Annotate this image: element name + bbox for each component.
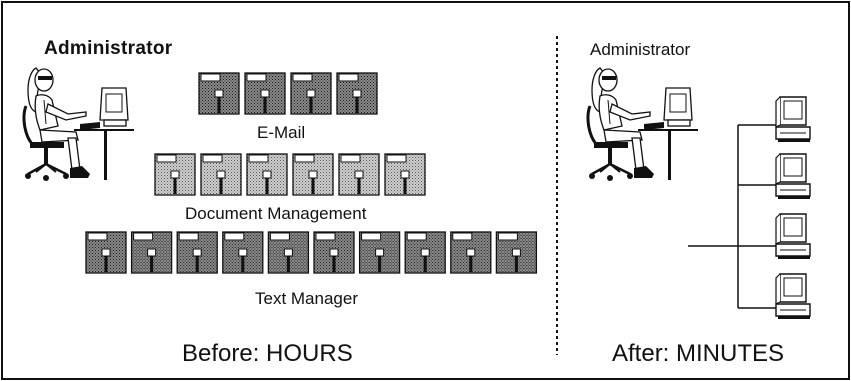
email-disk-row <box>198 72 378 115</box>
before-time-label: Before: HOURS <box>182 340 353 367</box>
disk-icon <box>176 231 218 274</box>
computer-icon <box>775 153 811 200</box>
disk-icon <box>450 231 492 274</box>
disk-icon <box>313 231 355 274</box>
disk-icon <box>338 153 380 196</box>
administrator-left-figure <box>22 66 136 183</box>
email-label: E-Mail <box>257 123 306 142</box>
disk-icon <box>267 231 310 274</box>
disk-icon <box>222 231 264 274</box>
computer-icon <box>775 213 811 260</box>
administrator-right-figure <box>586 66 700 183</box>
disk-icon <box>85 231 127 274</box>
after-time-label: After: MINUTES <box>612 340 785 367</box>
disk-icon <box>244 72 286 115</box>
administrator-label-right: Administrator <box>590 40 691 59</box>
administrator-label-left: Administrator <box>44 38 173 59</box>
disk-icon <box>290 72 332 115</box>
disk-icon <box>292 153 334 196</box>
document-management-disk-row <box>154 153 426 196</box>
disk-icon <box>154 153 196 196</box>
document-management-label: Document Management <box>185 204 367 223</box>
disk-icon <box>336 72 378 115</box>
text-manager-label: Text Manager <box>255 289 358 308</box>
text-manager-disk-row <box>85 231 538 274</box>
disk-icon <box>404 231 446 274</box>
computer-icon <box>775 96 811 143</box>
disk-icon <box>495 231 538 274</box>
disk-icon <box>200 153 242 196</box>
disk-icon <box>130 231 173 274</box>
disk-icon <box>384 153 426 196</box>
network-tree <box>688 124 776 309</box>
disk-icon <box>358 231 401 274</box>
disk-icon <box>246 153 288 196</box>
disk-icon <box>198 72 240 115</box>
computer-icon <box>775 273 811 320</box>
networked-computers <box>775 96 811 320</box>
